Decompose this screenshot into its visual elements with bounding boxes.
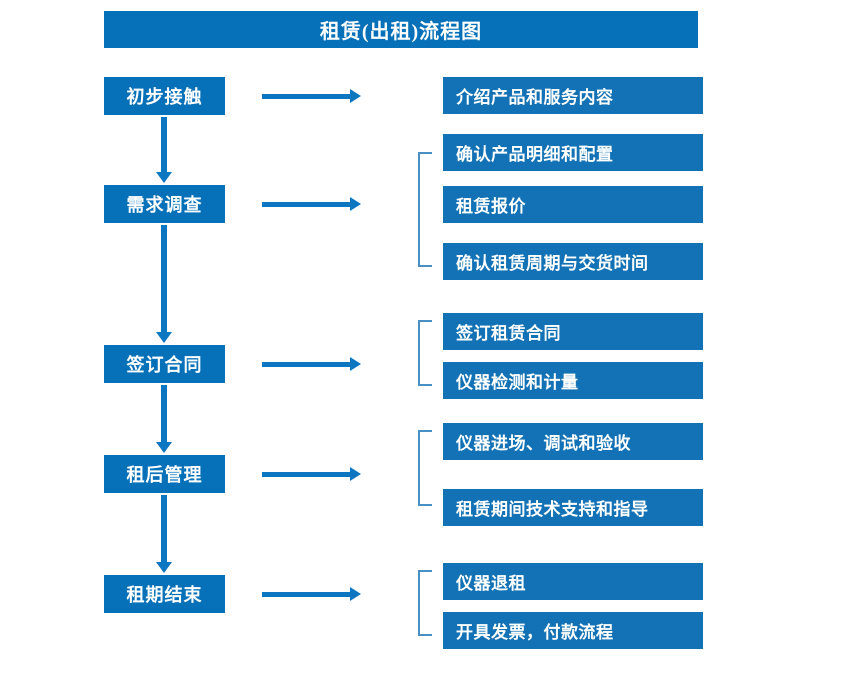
detail-box-确认租赁周期与交货时间[interactable]: 确认租赁周期与交货时间 (443, 243, 703, 280)
group-bracket-签订合同 (418, 320, 432, 386)
flow-arrow-right-1 (262, 87, 361, 105)
stage-box-签订合同[interactable]: 签订合同 (104, 345, 225, 383)
detail-box-开具发票付款流程[interactable]: 开具发票，付款流程 (443, 612, 703, 649)
stage-box-租后管理[interactable]: 租后管理 (104, 455, 225, 493)
flow-arrow-right-5 (262, 585, 361, 603)
flow-arrow-right-2 (262, 195, 361, 213)
connector-arrow-down-3 (155, 385, 173, 453)
diagram-title: 租赁(出租)流程图 (104, 11, 698, 48)
detail-box-仪器退租[interactable]: 仪器退租 (443, 563, 703, 600)
detail-box-确认产品明细和配置[interactable]: 确认产品明细和配置 (443, 134, 703, 171)
group-bracket-需求调查 (418, 152, 432, 267)
detail-box-租赁报价[interactable]: 租赁报价 (443, 186, 703, 223)
detail-box-仪器进场调试和验收[interactable]: 仪器进场、调试和验收 (443, 423, 703, 460)
connector-arrow-down-2 (155, 225, 173, 343)
group-bracket-租后管理 (418, 430, 432, 506)
stage-box-租期结束[interactable]: 租期结束 (104, 575, 225, 613)
detail-box-签订租赁合同[interactable]: 签订租赁合同 (443, 313, 703, 350)
detail-box-仪器检测和计量[interactable]: 仪器检测和计量 (443, 362, 703, 399)
detail-box-租赁期间技术支持和指导[interactable]: 租赁期间技术支持和指导 (443, 489, 703, 526)
connector-arrow-down-4 (155, 495, 173, 573)
detail-box-介绍产品和服务内容[interactable]: 介绍产品和服务内容 (443, 77, 703, 114)
flow-arrow-right-3 (262, 355, 361, 373)
stage-box-初步接触[interactable]: 初步接触 (104, 77, 225, 115)
group-bracket-租期结束 (418, 570, 432, 636)
flow-arrow-right-4 (262, 465, 361, 483)
stage-box-需求调查[interactable]: 需求调查 (104, 185, 225, 223)
connector-arrow-down-1 (155, 117, 173, 183)
